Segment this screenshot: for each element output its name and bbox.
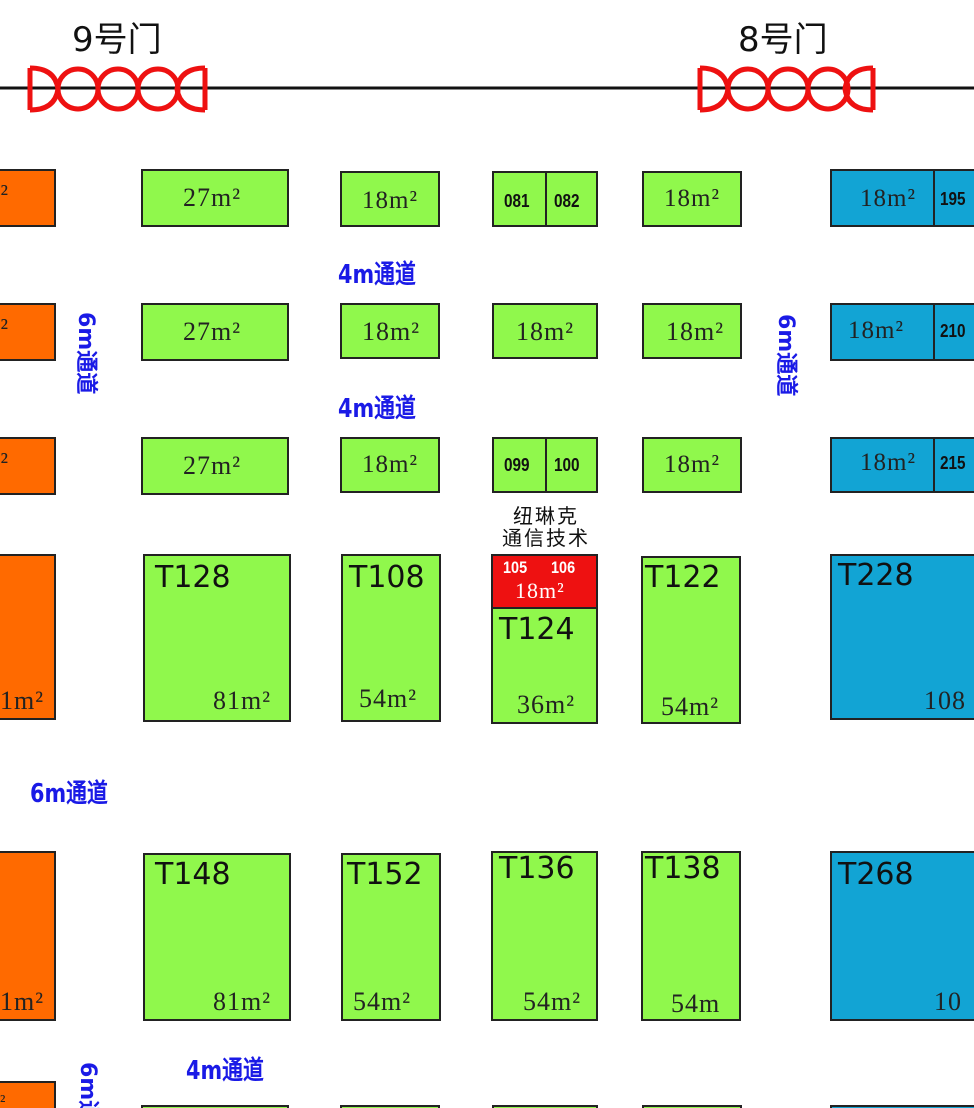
booth-T128[interactable]: T128 81m² <box>143 554 291 722</box>
booth-T148[interactable]: T148 81m² <box>143 853 291 1021</box>
booth-r1-c3[interactable]: 081 082 <box>492 171 598 227</box>
gate-9-label: 9号门 <box>72 20 162 60</box>
booth-T152[interactable]: T152 54m² <box>341 853 441 1021</box>
booth-r1-c2[interactable]: 18m² <box>340 171 440 227</box>
booth-105-106[interactable]: 105 106 18m² <box>491 554 598 609</box>
booth-bottom-c1[interactable] <box>141 1105 289 1108</box>
booth-T136[interactable]: T136 54m² <box>491 851 598 1021</box>
booth-r2-c4[interactable]: 18m² <box>642 303 742 359</box>
booth-r3-c2[interactable]: 18m² <box>340 437 440 493</box>
booth-bottom-c5[interactable] <box>830 1105 974 1108</box>
aisle-label-h2: 4m通道 <box>338 394 416 424</box>
aisle-label-h1: 4m通道 <box>338 260 416 290</box>
company-name-line1: 纽琳克 <box>513 504 579 528</box>
booth-T268[interactable]: T268 10 <box>830 851 974 1021</box>
booth-r3-c4[interactable]: 18m² <box>642 437 742 493</box>
aisle-label-h3: 6m通道 <box>30 779 108 809</box>
booth-r2-c0[interactable]: m² <box>0 303 56 361</box>
aisle-label-h4: 4m通道 <box>186 1056 264 1086</box>
company-label: 纽琳克 通信技术 <box>488 505 604 549</box>
aisle-label-v2: 6m通道 <box>773 314 798 397</box>
booth-r2-c2[interactable]: 18m² <box>340 303 440 359</box>
company-name-line2: 通信技术 <box>502 526 590 550</box>
booth-bottom-c3[interactable] <box>492 1105 598 1108</box>
booth-r3-c1[interactable]: 27m² <box>141 437 289 495</box>
gate-8-label: 8号门 <box>738 20 828 60</box>
booth-r2-c5[interactable]: 18m² 210 <box>830 303 974 361</box>
booth-bottom-c4[interactable] <box>642 1105 742 1108</box>
gate-8-icon <box>697 65 876 113</box>
booth-bottom-c2[interactable] <box>340 1105 440 1108</box>
booth-T122[interactable]: T122 54m² <box>641 556 741 724</box>
booth-big2-b0[interactable]: 1m² <box>0 851 56 1021</box>
booth-r3-c3[interactable]: 099 100 <box>492 437 598 493</box>
top-wall <box>0 65 974 113</box>
booth-big1-b0[interactable]: 1m² <box>0 554 56 720</box>
booth-r1-c5[interactable]: 18m² 195 <box>830 169 974 227</box>
aisle-label-v3: 6m通道 <box>75 1062 100 1108</box>
booth-r3-c5[interactable]: 18m² 215 <box>830 437 974 493</box>
booth-r2-c3[interactable]: 18m² <box>492 303 598 359</box>
booth-r3-c0[interactable]: m² <box>0 437 56 495</box>
booth-r1-c4[interactable]: 18m² <box>642 171 742 227</box>
aisle-label-v1: 6m通道 <box>73 312 98 395</box>
booth-r1-c0[interactable]: m² <box>0 169 56 227</box>
booth-T108[interactable]: T108 54m² <box>341 554 441 722</box>
booth-bottom-c0[interactable]: ² <box>0 1081 56 1108</box>
gate-9-icon <box>27 65 208 113</box>
booth-r1-c1[interactable]: 27m² <box>141 169 289 227</box>
booth-r2-c1[interactable]: 27m² <box>141 303 289 361</box>
booth-T138[interactable]: T138 54m <box>641 851 741 1021</box>
booth-T228[interactable]: T228 108 <box>830 554 974 720</box>
